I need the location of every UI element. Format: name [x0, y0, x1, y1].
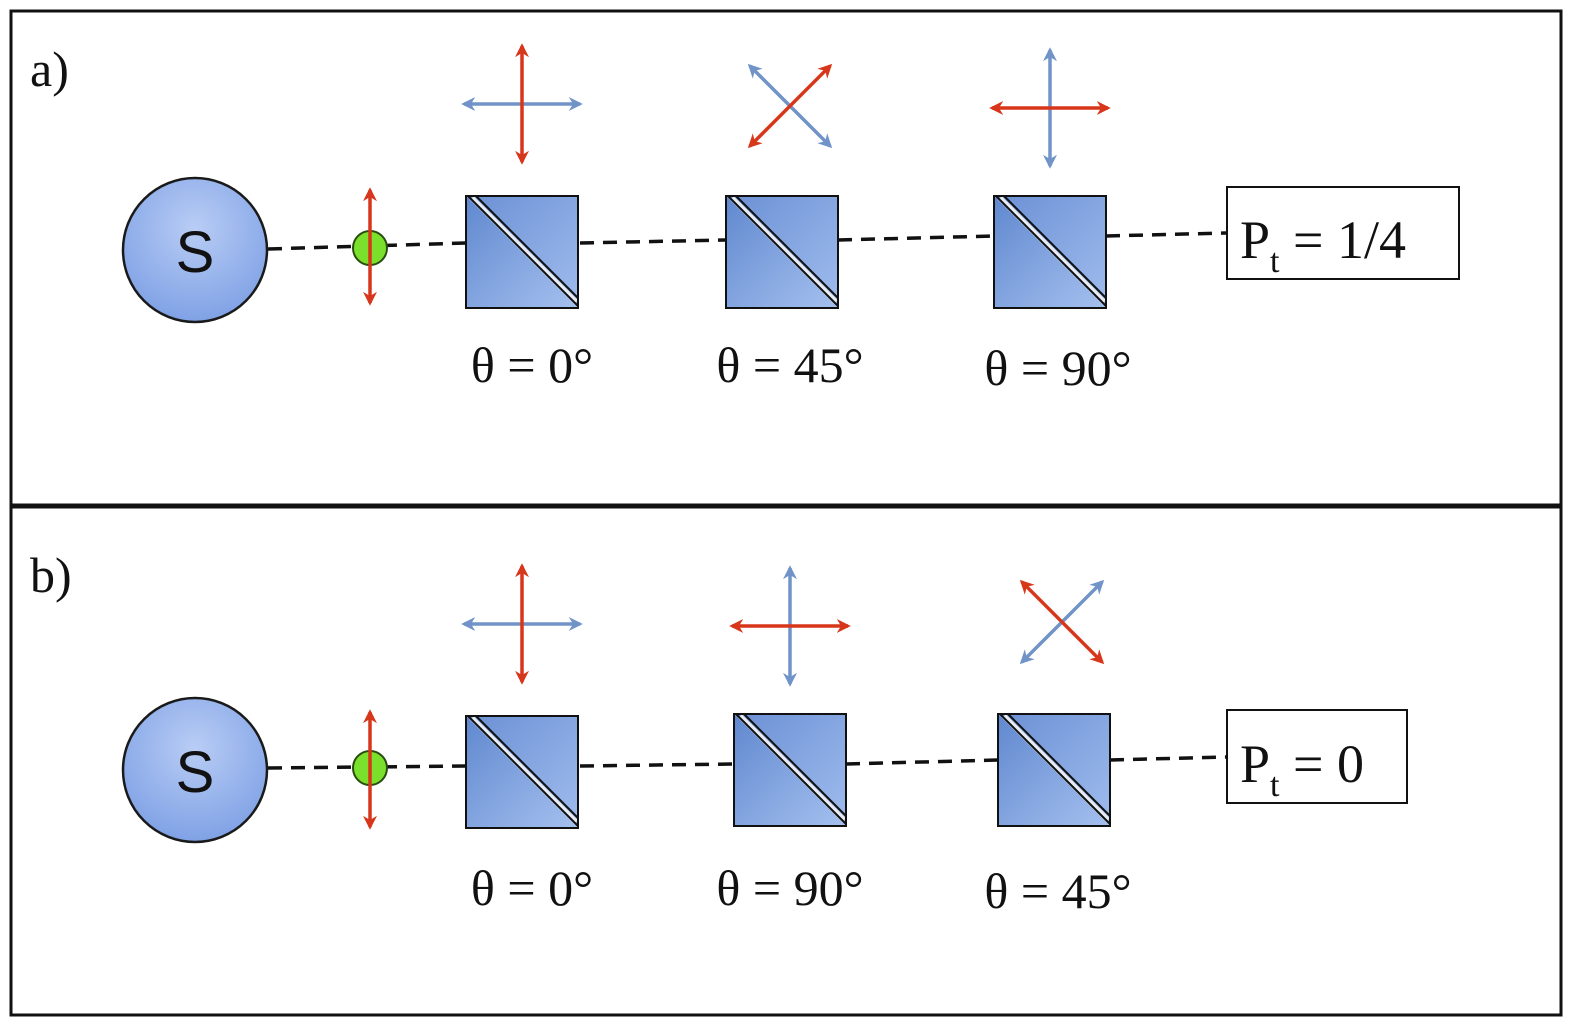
- polarization-cross: [747, 63, 833, 149]
- panel-b-photon: [352, 709, 388, 830]
- polarization-arrows: [461, 43, 1111, 687]
- polarization-cross: [461, 43, 583, 165]
- panel-a-frame: [9, 9, 1563, 507]
- panel-a-photon: [352, 187, 388, 306]
- panel-a-result: Pt = 1/4: [1226, 186, 1460, 280]
- polarization-cross: [1019, 579, 1105, 665]
- panel-b-angles: θ = 0° θ = 90° θ = 45°: [471, 860, 1132, 919]
- panel-a-label: a): [30, 41, 69, 97]
- polarization-cross: [729, 565, 851, 687]
- panel-a-angle-1: θ = 0°: [471, 337, 593, 393]
- panel-a-angles: θ = 0° θ = 45° θ = 90°: [471, 337, 1132, 396]
- beam-splitter-cube: [725, 195, 839, 309]
- panel-b-result: Pt = 0: [1226, 709, 1408, 804]
- beam-splitter-cube: [733, 713, 847, 827]
- beam-splitter-cube: [997, 713, 1111, 827]
- panel-a-source: S: [121, 176, 269, 324]
- panel-b-angle-2: θ = 90°: [716, 860, 863, 916]
- panel-b-source: S: [121, 696, 269, 844]
- panel-b-angle-3: θ = 45°: [984, 863, 1131, 919]
- transmitted-polarization-arrow: [1019, 579, 1105, 665]
- panel-a-source-label: S: [176, 220, 215, 285]
- panel-a-angle-2: θ = 45°: [716, 337, 863, 393]
- polarization-cross: [989, 47, 1111, 169]
- beam-splitter-cube: [465, 715, 579, 829]
- transmitted-polarization-arrow: [747, 63, 833, 149]
- beam-splitter-cube: [993, 195, 1107, 309]
- beam-splitter-cube: [465, 195, 579, 309]
- polarization-cross: [461, 563, 583, 685]
- panel-a-angle-3: θ = 90°: [984, 340, 1131, 396]
- panel-b-result-text: Pt = 0: [1240, 734, 1364, 804]
- panel-b-source-label: S: [176, 740, 215, 805]
- panel-b-angle-1: θ = 0°: [471, 860, 593, 916]
- panel-a-result-text: Pt = 1/4: [1240, 210, 1406, 280]
- panel-b-frame: [9, 505, 1563, 1017]
- polarizing-beam-splitters: [465, 195, 1111, 829]
- panel-b-label: b): [30, 547, 72, 603]
